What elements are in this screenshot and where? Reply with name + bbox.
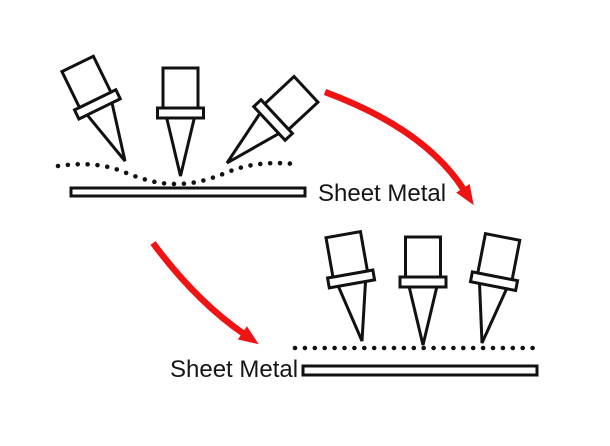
deformed-sheet-dotted-surface (55, 160, 298, 187)
forming-tool-top-right (209, 71, 324, 182)
forming-tool-bottom-middle (398, 235, 448, 347)
sheet-metal-label-top: Sheet Metal (318, 180, 446, 207)
forming-tool-bottom-right (457, 231, 527, 349)
forming-tool-top-left (55, 52, 148, 173)
forming-tool-bottom-left (319, 229, 387, 347)
process-arrow-top-right (323, 88, 474, 206)
sheet-metal-bar-bottom (301, 364, 539, 377)
sheet-metal-bar-top (69, 186, 307, 198)
process-arrow-bottom-left (150, 241, 259, 345)
bottom-scene: Sheet Metal (170, 229, 540, 383)
forming-tool-top-middle (156, 66, 205, 178)
sheet-metal-label-bottom: Sheet Metal (170, 356, 298, 383)
top-scene: Sheet Metal (55, 52, 446, 207)
